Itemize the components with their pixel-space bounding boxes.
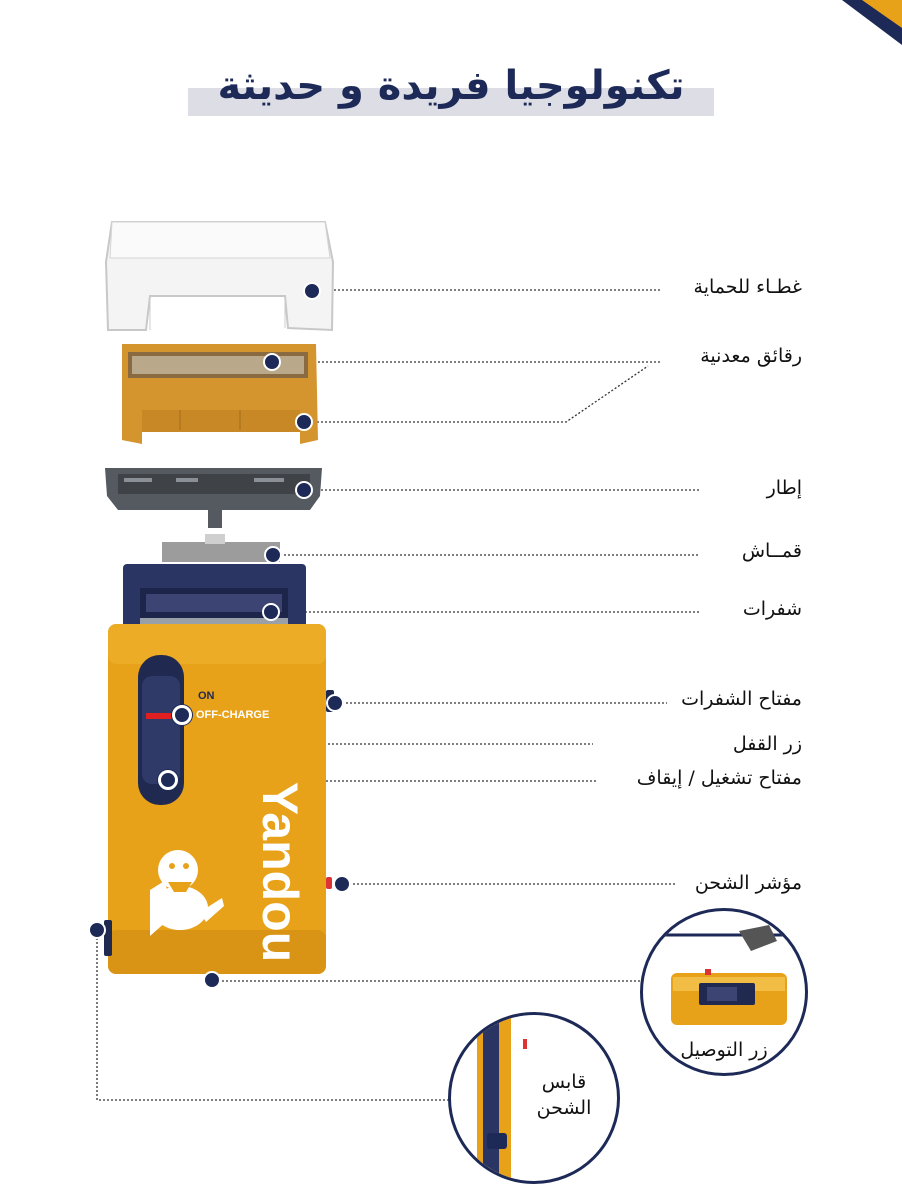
callout-dot-foil-top — [263, 353, 281, 371]
inset-charge-plug-label-2: الشحن — [536, 1097, 592, 1119]
brand-mascot — [150, 850, 224, 936]
callout-dot-charge-indicator — [333, 875, 351, 893]
label-fabric: قمــاش — [741, 540, 802, 562]
switch-label-on: ON — [198, 690, 215, 702]
corner-decoration — [842, 0, 902, 45]
shaver-body — [104, 564, 334, 974]
label-blade-switch: مفتاح الشفرات — [681, 688, 802, 710]
inset-charge-plug: قابس الشحن — [448, 1012, 620, 1184]
callout-dot-fabric — [264, 546, 282, 564]
callout-dot-lock — [172, 705, 192, 725]
title-band — [188, 88, 714, 116]
protective-cover — [104, 221, 335, 332]
label-foil: رقائق معدنية — [700, 345, 802, 367]
inset-charge-plug-label-1: قابس — [541, 1071, 587, 1093]
label-charge-indicator: مؤشر الشحن — [694, 872, 802, 894]
callout-dot-connect — [203, 971, 221, 989]
frame-part — [105, 468, 322, 528]
callout-dot-power — [158, 770, 178, 790]
brand-logo-text: Yandou — [252, 781, 308, 963]
metal-foil-head — [122, 344, 318, 444]
label-blades: شفرات — [742, 598, 802, 620]
callout-dot-foil-side — [295, 413, 313, 431]
switch-label-off-charge: OFF-CHARGE — [196, 709, 270, 721]
label-frame: إطار — [766, 477, 802, 499]
page-title: تكنولوجيا فريدة و حديثة — [217, 63, 685, 109]
inset-connect-label: زر التوصيل — [680, 1039, 768, 1061]
label-power-switch: مفتاح تشغيل / إيقاف — [636, 767, 802, 789]
callout-dot-blades — [262, 603, 280, 621]
label-cover: غطـاء للحماية — [693, 276, 802, 298]
fabric-part — [162, 542, 280, 562]
inset-connect-button: زر التوصيل — [640, 908, 808, 1076]
callout-dot-frame — [295, 481, 313, 499]
callout-dot-cover — [303, 282, 321, 300]
label-lock-button: زر القفل — [732, 733, 802, 755]
callout-dot-charge-plug — [88, 921, 106, 939]
callout-dot-blade-switch — [326, 694, 344, 712]
